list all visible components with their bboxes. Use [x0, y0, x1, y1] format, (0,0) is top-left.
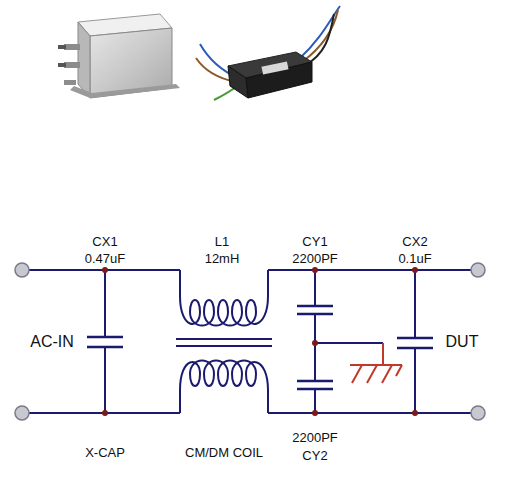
metal-filter-photo — [58, 14, 180, 98]
capacitor-plates — [87, 306, 433, 389]
port-name: AC-IN — [30, 334, 74, 350]
part-name: CY2 — [302, 449, 327, 462]
part-value: 12mH — [205, 252, 240, 265]
port-name: DUT — [446, 334, 479, 350]
junction-dots — [102, 267, 418, 416]
part-type: CM/DM COIL — [185, 446, 263, 459]
ground-symbol — [350, 343, 402, 383]
wires — [29, 270, 471, 413]
terminals — [15, 263, 485, 420]
part-value: 0.1uF — [398, 252, 431, 265]
part-value: 2200PF — [292, 431, 338, 444]
part-value: 0.47uF — [85, 252, 125, 265]
part-name: CX1 — [92, 235, 117, 248]
part-value: 2200PF — [292, 252, 338, 265]
common-mode-coil — [176, 296, 272, 390]
part-type: X-CAP — [85, 446, 125, 459]
wired-filter-photo — [196, 6, 340, 100]
part-name: CY1 — [302, 235, 327, 248]
part-name: CX2 — [402, 235, 427, 248]
part-name: L1 — [215, 235, 229, 248]
